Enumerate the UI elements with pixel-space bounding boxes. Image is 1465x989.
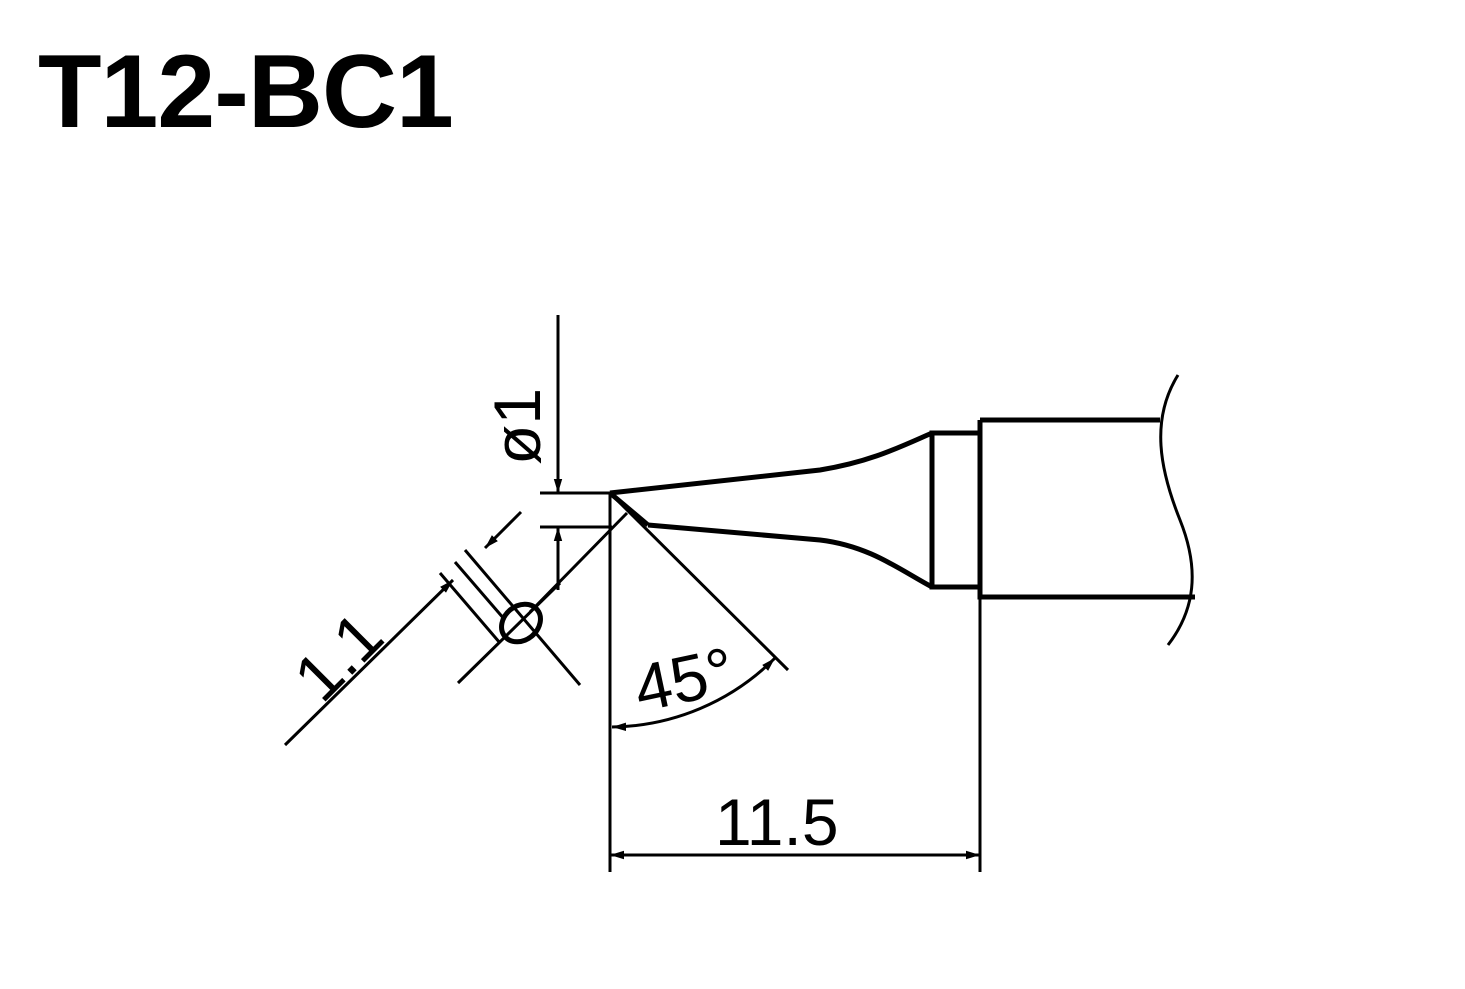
- bevel-arrow-upper: [483, 510, 523, 550]
- dimension-diameter: ø1: [480, 388, 554, 465]
- tip-shank: [977, 417, 1195, 600]
- tip-top-edge: [609, 430, 934, 496]
- bevel-face-symbol: [499, 601, 543, 645]
- dimension-bevel-angle: 45°: [628, 633, 741, 726]
- break-line: [1159, 374, 1194, 646]
- bevel-cross-line: [456, 581, 562, 685]
- dimension-length: 11.5: [715, 785, 839, 859]
- dimension-bevel-width: 1.1: [280, 598, 397, 715]
- tip-collar: [929, 430, 983, 590]
- bevel-extension-2: [453, 561, 507, 621]
- angle-arc: [611, 656, 777, 732]
- tip-bottom-edge: [647, 522, 934, 590]
- bevel-arrow-lower: [283, 578, 455, 747]
- angle-reference-line: [608, 491, 790, 672]
- bevel-extension-1: [463, 549, 582, 686]
- part-title: T12-BC1: [38, 34, 454, 150]
